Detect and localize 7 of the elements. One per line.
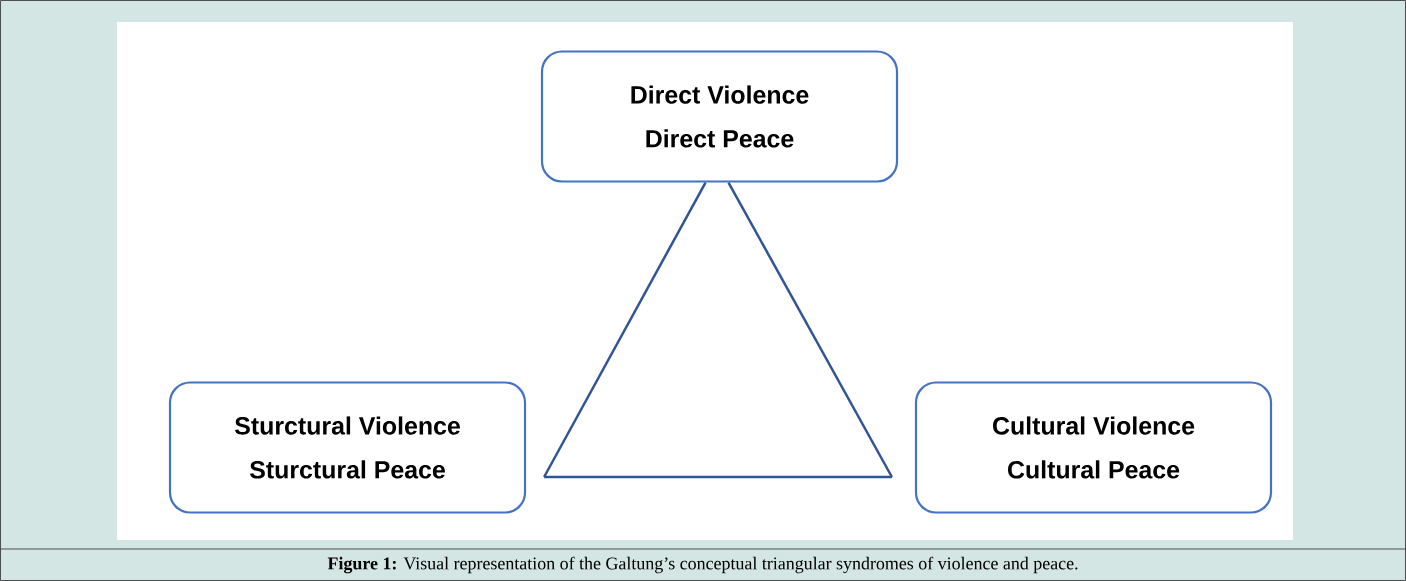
text-box: Cultural Violence Cultural Peace	[914, 381, 1273, 514]
triangle-side	[727, 182, 893, 478]
triangle-side	[543, 182, 707, 478]
text-box: Sturctural Violence Sturctural Peace	[168, 381, 527, 514]
triangle-side	[544, 475, 892, 479]
caption: Figure 1: Visual representation of the Galtung’s conceptual triangular syndromes of violence and peace.	[327, 556, 1078, 574]
text-box: Direct Violence Direct Peace	[540, 50, 899, 183]
